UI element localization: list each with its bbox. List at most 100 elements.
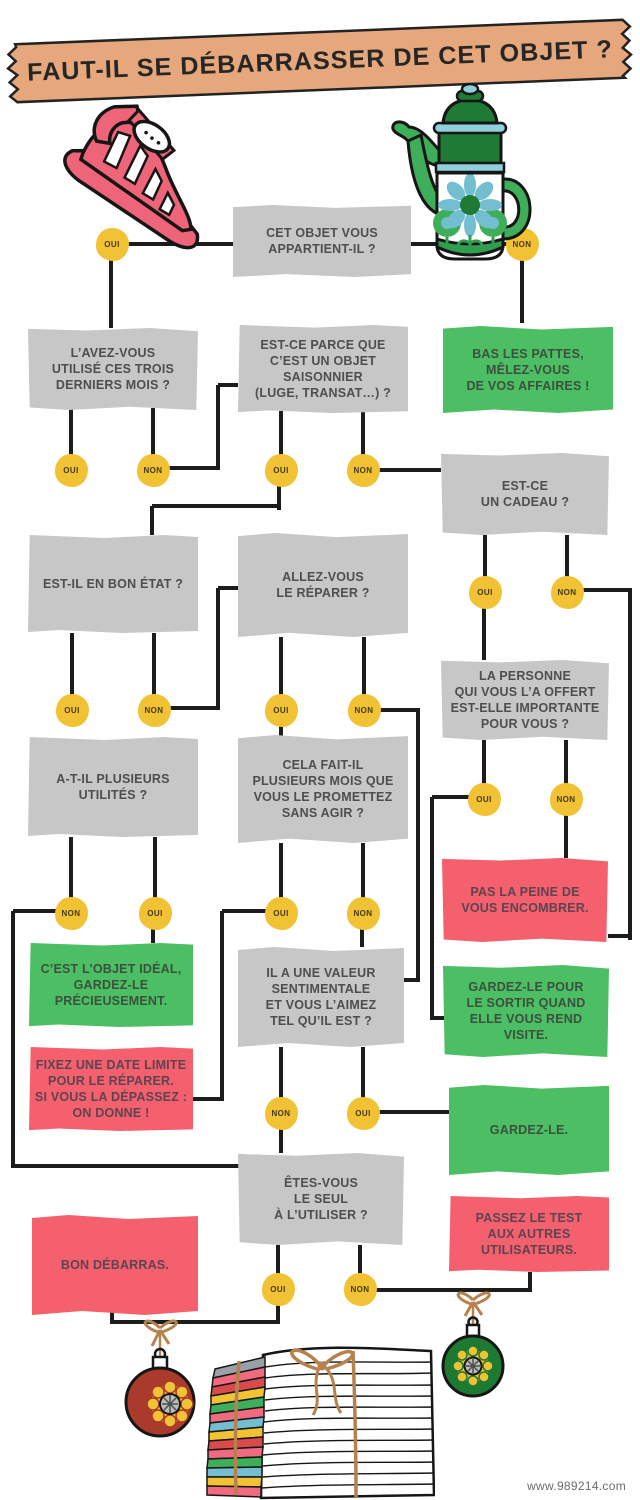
bauble-flower: [452, 1345, 494, 1387]
decision-c-seul-oui: OUI: [261, 1272, 295, 1306]
red-bauble-illustration: [124, 1319, 196, 1438]
pot-flower-pattern: [433, 173, 507, 249]
flow-box-objet-ideal: C’EST L’OBJET IDÉAL, GARDEZ-LE PRÉCIEUSE…: [29, 943, 193, 1027]
watermark-url: www.989214.com: [527, 1479, 626, 1493]
connector-line: [279, 843, 283, 899]
connector-line: [377, 1110, 449, 1114]
connector-line: [112, 1320, 280, 1324]
connector-line: [361, 843, 365, 899]
connector-line: [482, 740, 486, 787]
flow-box-objet-saisonnier: EST-CE PARCE QUE C’EST UN OBJET SAISONNI…: [238, 325, 408, 413]
connector-line: [416, 710, 420, 982]
colored-papers: [206, 1356, 266, 1498]
pot-handle: [501, 177, 532, 241]
connector-line: [360, 927, 364, 947]
green-coffee-pot-illustration: [391, 83, 532, 261]
connector-line: [152, 504, 281, 508]
connector-line: [361, 411, 365, 460]
decision-c-valeur-non: NON: [264, 1096, 298, 1130]
bauble-cap: [465, 1323, 481, 1338]
flow-box-seul-a-utiliser: ÊTES-VOUS LE SEUL À L’UTILISER ?: [238, 1153, 404, 1245]
decision-c-reparer-non: NON: [347, 693, 381, 727]
connector-line: [218, 383, 238, 387]
bauble-flower: [146, 1380, 194, 1428]
decision-c-cadeau-oui: OUI: [468, 575, 502, 609]
decision-c-appartient-oui: OUI: [95, 227, 129, 261]
connector-line: [564, 740, 568, 787]
connector-line: [564, 813, 568, 858]
decision-c-utilise-oui: OUI: [54, 453, 88, 487]
connector-line: [628, 590, 632, 940]
connector-line: [220, 911, 224, 1101]
bauble-bow: [456, 1291, 491, 1326]
connector-line: [279, 1047, 283, 1099]
flow-box-gardez-le: GARDEZ-LE.: [449, 1085, 609, 1175]
flow-box-pas-la-peine: PAS LA PEINE DE VOUS ENCOMBRER.: [442, 858, 608, 942]
connector-line: [432, 795, 470, 799]
connector-line: [358, 1245, 362, 1275]
pot-knob: [460, 83, 480, 96]
connector-line: [432, 1016, 445, 1020]
decision-c-bon-etat-oui: OUI: [55, 693, 89, 727]
title-banner: FAUT-IL SE DÉBARRASSER DE CET OBJET ?: [5, 13, 635, 108]
connector-line: [579, 588, 632, 592]
connector-line: [565, 535, 569, 580]
connector-line: [279, 724, 283, 737]
decision-c-saisonnier-oui: OUI: [264, 453, 298, 487]
pink-jelly-sandal-illustration: [63, 104, 200, 250]
decision-c-valeur-oui: OUI: [346, 1096, 380, 1130]
connector-line: [276, 1245, 280, 1275]
connector-line: [608, 934, 632, 938]
connector-line: [69, 408, 73, 460]
connector-line: [216, 588, 220, 710]
decision-c-saisonnier-non: NON: [346, 453, 380, 487]
connector-line: [375, 468, 441, 472]
pot-lid: [441, 97, 499, 125]
connector-line: [165, 466, 220, 470]
connector-line: [483, 535, 487, 580]
decision-c-utilites-oui: OUI: [138, 896, 172, 930]
connector-line: [216, 385, 220, 470]
flow-box-bon-debarras: BON DÉBARRAS.: [32, 1215, 198, 1315]
flow-box-personne-importante: LA PERSONNE QUI VOUS L’A OFFERT EST-ELLE…: [441, 660, 609, 740]
connector-line: [279, 411, 283, 460]
flow-box-appartient: CET OBJET VOUS APPARTIENT-IL ?: [233, 205, 411, 277]
connector-line: [150, 506, 154, 535]
connector-line: [153, 837, 157, 899]
decision-c-personne-oui: OUI: [467, 782, 501, 816]
connector-line: [110, 1310, 114, 1324]
decision-c-promettez-non: NON: [346, 896, 380, 930]
connector-line: [151, 408, 155, 460]
connector-line: [193, 1097, 222, 1101]
connector-line: [151, 927, 155, 943]
decision-c-bon-etat-non: NON: [137, 693, 171, 727]
connector-line: [361, 1047, 365, 1099]
connector-line: [362, 637, 366, 696]
flow-box-plusieurs-utilites: A-T-IL PLUSIEURS UTILITÉS ?: [28, 737, 198, 837]
flow-box-gardez-le-pour-sortir: GARDEZ-LE POUR LE SORTIR QUAND ELLE VOUS…: [443, 965, 609, 1057]
decision-c-personne-non: NON: [549, 782, 583, 816]
connector-line: [13, 909, 57, 913]
connector-line: [373, 1288, 532, 1292]
connector-line: [279, 637, 283, 696]
flow-box-valeur-sentimentale: IL A UNE VALEUR SENTIMENTALE ET VOUS L’A…: [238, 947, 404, 1047]
connector-line: [109, 252, 113, 328]
flow-box-passez-le-test: PASSEZ LE TEST AUX AUTRES UTILISATEURS.: [449, 1196, 609, 1272]
decision-c-promettez-oui: OUI: [264, 896, 298, 930]
connector-line: [222, 909, 267, 913]
decision-c-seul-non: NON: [343, 1272, 377, 1306]
bauble-bow: [143, 1319, 178, 1358]
decision-c-utilites-non: NON: [54, 896, 88, 930]
connector-line: [404, 978, 420, 982]
decision-c-cadeau-non: NON: [550, 575, 584, 609]
connector-line: [69, 837, 73, 899]
flow-box-utilise-trois-mois: L’AVEZ-VOUS UTILISÉ CES TROIS DERNIERS M…: [28, 328, 198, 410]
connector-line: [70, 633, 74, 696]
connector-line: [482, 606, 486, 660]
green-bauble-illustration: [441, 1291, 505, 1398]
connector-line: [378, 708, 420, 712]
connector-line: [218, 586, 238, 590]
